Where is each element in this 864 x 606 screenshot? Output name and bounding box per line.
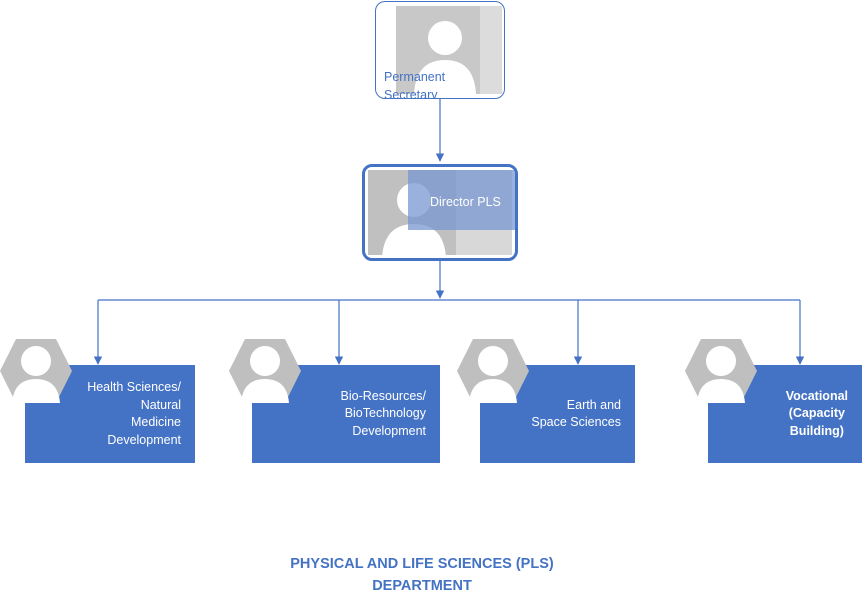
node-director-pls[interactable]: Director PLS <box>362 164 518 261</box>
node-health-sciences-label: Health Sciences/ Natural Medicine Develo… <box>87 380 181 447</box>
department-title-line-1: PHYSICAL AND LIFE SCIENCES (PLS) <box>290 556 554 572</box>
label-overlay <box>408 170 515 230</box>
node-director-label: Director PLS <box>430 195 501 209</box>
node-bio-resources-label: Bio-Resources/ BioTechnology Development <box>340 388 426 438</box>
person-placeholder-icon <box>685 339 757 403</box>
node-earth-space-label: Earth and Space Sciences <box>531 397 621 430</box>
person-placeholder-icon <box>414 21 476 94</box>
label-line-2: Secretary <box>384 88 438 99</box>
person-placeholder-icon <box>0 339 72 403</box>
person-placeholder-icon <box>457 339 529 403</box>
department-title: PHYSICAL AND LIFE SCIENCES (PLS) DEPARTM… <box>232 553 612 597</box>
label-line-1: Permanent <box>384 70 446 84</box>
node-permanent-secretary[interactable]: Permanent Secretary <box>375 1 505 99</box>
photo-placeholder <box>396 6 502 94</box>
node-vocational-label: Vocational (Capacity Building) <box>785 388 848 438</box>
node-permanent-secretary-label: Permanent Secretary <box>384 68 494 99</box>
department-title-line-2: DEPARTMENT <box>372 578 472 594</box>
node-bio-resources[interactable]: Bio-Resources/ BioTechnology Development <box>252 365 440 463</box>
person-placeholder-icon <box>229 339 301 403</box>
